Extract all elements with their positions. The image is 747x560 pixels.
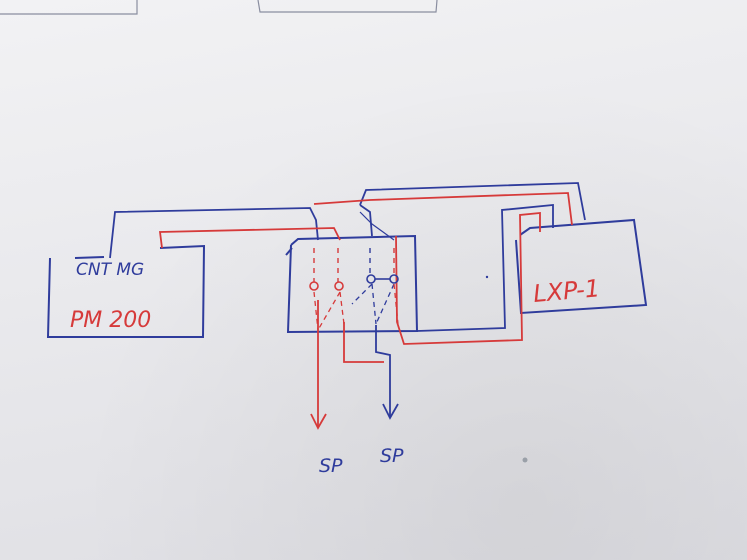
sp-right-label: SP — [380, 445, 404, 467]
faint-box-right — [257, 0, 438, 13]
faint-box-left — [0, 0, 138, 15]
switch-block-corner — [285, 247, 293, 256]
pm200-box — [46, 244, 206, 338]
blue-wire-pm-to-switch — [109, 207, 319, 259]
lxp-box — [515, 218, 648, 315]
blue-arrow-sp-right — [382, 403, 399, 420]
paper-speck-1 — [485, 275, 489, 279]
switch-block — [286, 234, 419, 334]
red-wire-switch-drop — [395, 212, 541, 345]
paper-speck-2 — [522, 457, 528, 463]
red-wire-lower-branch — [343, 322, 384, 363]
blue-wire-switch-branch — [359, 204, 373, 237]
red-wire-top-lxp — [313, 192, 573, 226]
blue-wire-inner-lower — [359, 211, 395, 241]
red-arrow-sp-left — [310, 413, 327, 430]
contact-terminal-1 — [309, 281, 319, 291]
contact-terminal-2 — [334, 281, 344, 291]
pm200-box-top — [74, 256, 105, 259]
pm200-top-label: CNT MG — [76, 260, 144, 280]
red-wire-pm-to-switch — [158, 227, 341, 249]
lxp-label: LXP-1 — [532, 274, 601, 308]
sp-left-label: SP — [319, 455, 343, 477]
blue-wire-top-loop — [359, 182, 586, 221]
blue-wire-lxp-return — [416, 204, 554, 332]
contact-terminal-3 — [366, 274, 376, 284]
switch-contacts — [313, 248, 399, 331]
blue-wire-to-sp-right — [375, 325, 391, 416]
pm200-name-label: PM 200 — [70, 308, 151, 333]
